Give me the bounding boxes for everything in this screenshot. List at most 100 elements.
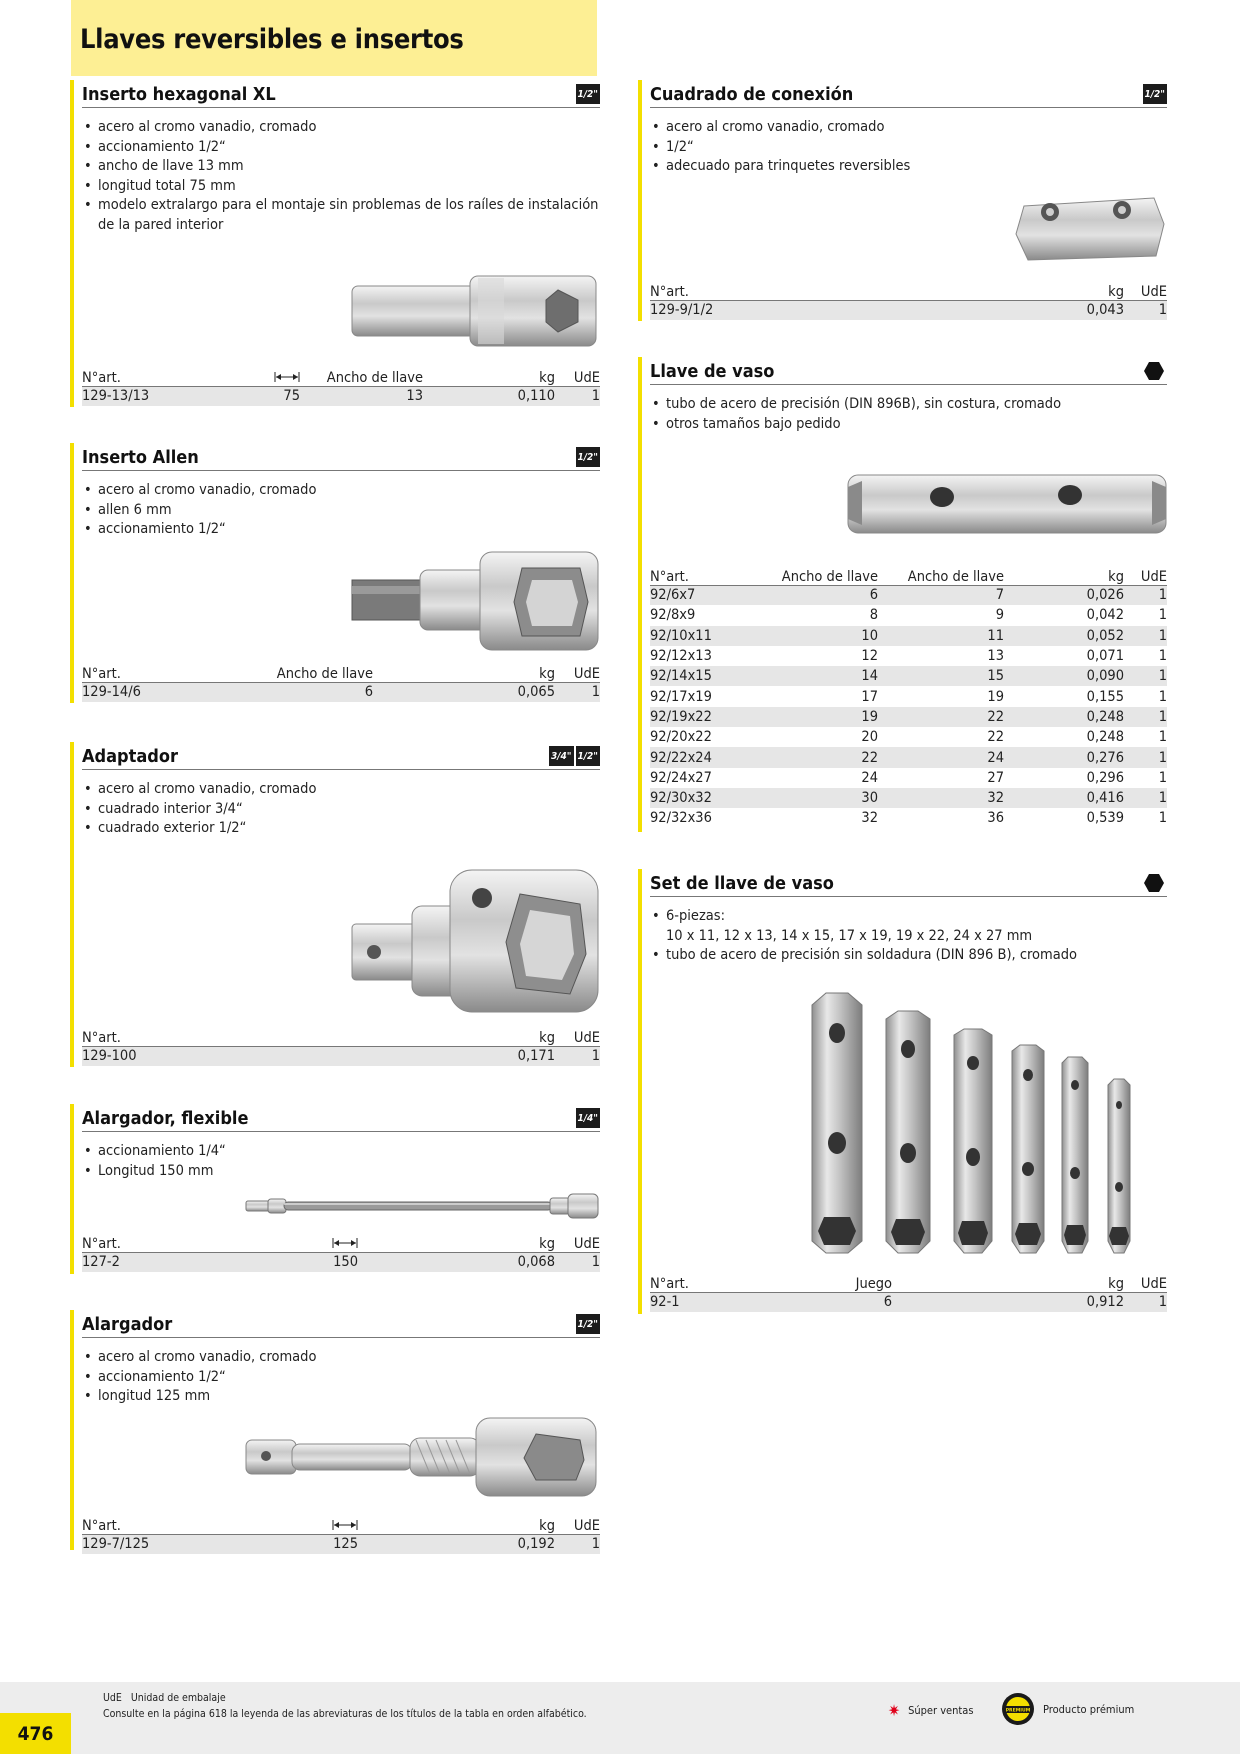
cell-kg: 0,248 xyxy=(1004,706,1124,728)
cell-length: 75 xyxy=(242,386,300,407)
col-header-ude: UdE xyxy=(1124,280,1167,301)
footer-band xyxy=(0,1682,1240,1754)
legend-producto-premium: PREMIUM Producto prémium xyxy=(1001,1692,1134,1726)
cell-kg: 0,052 xyxy=(1004,625,1124,646)
cell-ude: 1 xyxy=(1124,585,1167,606)
spanner-small xyxy=(1107,1078,1131,1254)
spanner-2 xyxy=(885,1010,931,1254)
section-alargador: Alargador 1/2" acero al cromo vanadio, c… xyxy=(70,1310,600,1555)
feature-item: tubo de acero de precisión (DIN 896B), s… xyxy=(650,395,1167,415)
page-number: 476 xyxy=(0,1713,71,1754)
spec-table: N°art. Ancho de llave kg UdE 129-14/6 6 … xyxy=(82,662,600,703)
table-row: 129-7/125 125 0,192 1 xyxy=(82,1534,600,1555)
col-header-ude: UdE xyxy=(555,1026,600,1047)
hexagon-icon xyxy=(1144,874,1164,892)
cell-width-2: 32 xyxy=(878,787,1004,809)
drive-badges: 1/4" xyxy=(575,1108,600,1128)
cell-art: 92/19x22 xyxy=(650,706,750,728)
cell-width-2: 22 xyxy=(987,729,1004,746)
cell-art: 92/17x19 xyxy=(650,688,712,705)
cell-art: 129-100 xyxy=(82,1046,232,1067)
legend-super-ventas-label: Súper ventas xyxy=(908,1704,974,1717)
cell-ude: 1 xyxy=(555,682,600,703)
col-header-kg: kg xyxy=(232,1026,555,1047)
connection-square-photo xyxy=(1015,197,1165,261)
table-header-row: N°art. kg UdE xyxy=(82,1026,600,1047)
section-alargador-flexible: Alargador, flexible 1/4" accionamiento 1… xyxy=(70,1104,600,1274)
cell-width-1: 8 xyxy=(869,607,878,624)
section-header: Adaptador 3/4" 1/2" xyxy=(82,742,600,770)
section-header: Inserto Allen 1/2" xyxy=(82,443,600,471)
spanner-4 xyxy=(1011,1044,1045,1254)
feature-list: acero al cromo vanadio, cromado allen 6 … xyxy=(82,481,600,540)
feature-item: tubo de acero de precisión sin soldadura… xyxy=(650,946,1167,966)
table-row: 127-2 150 0,068 1 xyxy=(82,1252,600,1273)
yellow-accent-bar xyxy=(70,80,74,407)
feature-item: longitud 125 mm xyxy=(82,1387,600,1407)
cell-width-2: 27 xyxy=(987,769,1004,786)
feature-list: acero al cromo vanadio, cromado cuadrado… xyxy=(82,780,600,839)
section-title: Inserto hexagonal XL xyxy=(82,84,276,105)
cell-kg: 0,043 xyxy=(800,300,1124,321)
cell-width-2: 11 xyxy=(878,625,1004,646)
cell-ude: 1 xyxy=(1158,607,1167,624)
col-header-ude: UdE xyxy=(1124,565,1167,586)
spec-table: N°art. Ancho de llave kg UdE 129-13/13 7… xyxy=(82,366,600,407)
feature-list: acero al cromo vanadio, cromado accionam… xyxy=(82,1348,600,1407)
cell-length: 125 xyxy=(232,1534,358,1555)
col-header-length xyxy=(242,366,300,387)
section-adaptador: Adaptador 3/4" 1/2" acero al cromo vanad… xyxy=(70,742,600,1067)
feature-item: 1/2“ xyxy=(650,138,1167,158)
col-header-art: N°art. xyxy=(82,1232,232,1253)
table-header-row: N°art. kg UdE xyxy=(82,1232,600,1253)
col-header-width: Ancho de llave xyxy=(300,366,423,387)
drive-badges: 1/2" xyxy=(575,1314,600,1334)
col-header-art: N°art. xyxy=(82,366,242,387)
drive-badges: 3/4" 1/2" xyxy=(549,746,600,766)
spec-table: N°art. kg UdE 129-7/125 125 0,192 1 xyxy=(82,1514,600,1555)
feature-item: acero al cromo vanadio, cromado xyxy=(82,1348,600,1368)
col-header-kg: kg xyxy=(892,1272,1124,1293)
feature-item: allen 6 mm xyxy=(82,501,600,521)
feature-list: acero al cromo vanadio, cromado accionam… xyxy=(82,118,600,235)
table-row: 92-1 6 0,912 1 xyxy=(650,1292,1167,1313)
feature-item: acero al cromo vanadio, cromado xyxy=(82,118,600,138)
cell-width-2: 7 xyxy=(878,585,1004,606)
col-header-ude: UdE xyxy=(1124,1272,1167,1293)
feature-item: 6-piezas: 10 x 11, 12 x 13, 14 x 15, 17 … xyxy=(650,907,1167,946)
feature-list: acero al cromo vanadio, cromado 1/2“ ade… xyxy=(650,118,1167,177)
feature-item: otros tamaños bajo pedido xyxy=(650,415,1167,435)
feature-item: cuadrado interior 3/4“ xyxy=(82,800,600,820)
cell-width-2: 22 xyxy=(878,706,1004,728)
col-header-width-2: Ancho de llave xyxy=(878,565,1004,586)
cell-width-1: 24 xyxy=(861,769,878,786)
cell-art: 129-7/125 xyxy=(82,1534,232,1555)
feature-item-text: 6-piezas: xyxy=(666,908,725,924)
table-header-row: N°art. Ancho de llave kg UdE xyxy=(82,662,600,683)
feature-list: tubo de acero de precisión (DIN 896B), s… xyxy=(650,395,1167,434)
yellow-accent-bar xyxy=(70,1310,74,1550)
table-row: 129-9/1/2 0,043 1 xyxy=(650,300,1167,321)
legend-super-ventas: ✷ Súper ventas xyxy=(888,1701,974,1720)
table-row: 129-14/6 6 0,065 1 xyxy=(82,682,600,703)
length-icon xyxy=(332,1519,358,1530)
cell-ude: 1 xyxy=(1158,688,1167,705)
cell-kg: 0,171 xyxy=(232,1046,555,1067)
col-header-ude: UdE xyxy=(555,662,600,683)
premium-badge-text: PREMIUM xyxy=(1006,1708,1031,1714)
cell-kg: 0,276 xyxy=(1004,747,1124,768)
cell-kg: 0,296 xyxy=(1086,769,1124,786)
cell-width-1: 22 xyxy=(750,747,878,768)
feature-item-sizes: 10 x 11, 12 x 13, 14 x 15, 17 x 19, 19 x… xyxy=(666,927,1033,944)
cell-length: 150 xyxy=(232,1252,358,1273)
feature-item: ancho de llave 13 mm xyxy=(82,157,600,177)
hexagon-icon xyxy=(1144,362,1164,380)
cell-width-1: 30 xyxy=(750,787,878,809)
cell-ude: 1 xyxy=(555,386,600,407)
section-inserto-allen: Inserto Allen 1/2" acero al cromo vanadi… xyxy=(70,443,600,703)
cell-width-1: 12 xyxy=(861,648,878,665)
